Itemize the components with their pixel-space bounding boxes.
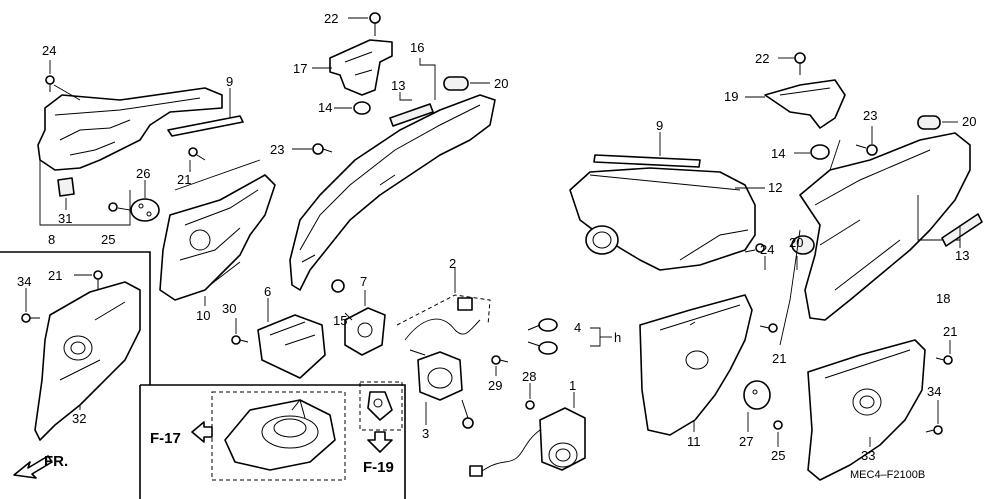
label-27: 27 bbox=[739, 434, 753, 449]
label-23b: 23 bbox=[863, 108, 877, 123]
label-25a: 25 bbox=[101, 232, 115, 247]
label-3: 3 bbox=[422, 426, 429, 441]
part-27-plate bbox=[743, 380, 771, 410]
label-28: 28 bbox=[522, 369, 536, 384]
label-20c: 20 bbox=[962, 114, 976, 129]
label-34a: 34 bbox=[17, 274, 31, 289]
part-8-upper-cover bbox=[37, 87, 223, 171]
front-arrow-icon bbox=[13, 455, 53, 479]
label-15: 15 bbox=[333, 313, 347, 328]
label-21a: 21 bbox=[177, 172, 191, 187]
label-33: 33 bbox=[861, 448, 875, 463]
label-9b: 9 bbox=[656, 118, 663, 133]
label-13b: 13 bbox=[955, 248, 969, 263]
part-9-strip-left bbox=[167, 115, 244, 137]
part-33-lower-cover bbox=[807, 339, 926, 481]
label-22a: 22 bbox=[324, 11, 338, 26]
part-19-bracket bbox=[764, 79, 846, 129]
label-6: 6 bbox=[264, 284, 271, 299]
label-24b: 24 bbox=[760, 242, 774, 257]
label-11: 11 bbox=[687, 434, 701, 449]
part-31-clip bbox=[57, 177, 75, 197]
label-14b: 14 bbox=[771, 146, 785, 161]
front-label: FR. bbox=[44, 453, 68, 470]
label-23a: 23 bbox=[270, 142, 284, 157]
fuel-cap-assy bbox=[224, 398, 336, 471]
label-2: 2 bbox=[449, 256, 456, 271]
label-17: 17 bbox=[293, 61, 307, 76]
key-cylinder-detail bbox=[367, 391, 393, 421]
label-8: 8 bbox=[48, 232, 55, 247]
ref-f17: F-17 bbox=[150, 430, 181, 447]
part-1-seat-lock bbox=[539, 407, 586, 471]
label-26: 26 bbox=[136, 166, 150, 181]
part-12-tank-cover bbox=[569, 167, 756, 271]
label-22b: 22 bbox=[755, 51, 769, 66]
label-20a: 20 bbox=[494, 76, 508, 91]
label-29: 29 bbox=[488, 378, 502, 393]
part-26-plate bbox=[130, 198, 160, 222]
part-13-decal-center bbox=[389, 103, 434, 127]
label-21d: 21 bbox=[943, 324, 957, 339]
label-13a: 13 bbox=[391, 78, 405, 93]
ref-f19: F-19 bbox=[363, 459, 394, 476]
part-6-bracket bbox=[257, 314, 326, 379]
label-9a: 9 bbox=[226, 74, 233, 89]
label-25b: 25 bbox=[771, 448, 785, 463]
diagram-code: MEC4–F2100B bbox=[850, 469, 925, 481]
label-h: h bbox=[614, 330, 621, 345]
label-34b: 34 bbox=[927, 384, 941, 399]
label-21b: 21 bbox=[48, 268, 62, 283]
label-32: 32 bbox=[72, 411, 86, 426]
label-12: 12 bbox=[768, 180, 782, 195]
label-30: 30 bbox=[222, 301, 236, 316]
label-10: 10 bbox=[196, 308, 210, 323]
part-16-tail-cowl bbox=[289, 94, 496, 291]
label-1: 1 bbox=[569, 378, 576, 393]
label-20b: 20 bbox=[789, 235, 803, 250]
part-7-cover bbox=[344, 307, 386, 356]
label-4: 4 bbox=[574, 320, 581, 335]
label-24a: 24 bbox=[42, 43, 56, 58]
label-7: 7 bbox=[360, 274, 367, 289]
screw-24-left bbox=[45, 75, 55, 92]
part-10-side-panel bbox=[159, 174, 276, 301]
label-16: 16 bbox=[410, 40, 424, 55]
part-17-bracket bbox=[329, 39, 393, 96]
part-11-side-cover bbox=[639, 294, 753, 436]
label-18: 18 bbox=[936, 291, 950, 306]
part-3-ignition-switch bbox=[409, 349, 474, 429]
part-9-strip-right bbox=[593, 154, 701, 168]
label-19: 19 bbox=[724, 89, 738, 104]
part-labels: 24 9 21 26 31 25 8 10 34 21 32 22 17 16 … bbox=[17, 11, 976, 463]
part-4-keys bbox=[527, 318, 558, 355]
part-32-lower-cover bbox=[34, 281, 141, 441]
part-13-decal-right bbox=[941, 213, 983, 247]
label-14a: 14 bbox=[318, 100, 332, 115]
label-31: 31 bbox=[58, 211, 72, 226]
label-21c: 21 bbox=[772, 351, 786, 366]
